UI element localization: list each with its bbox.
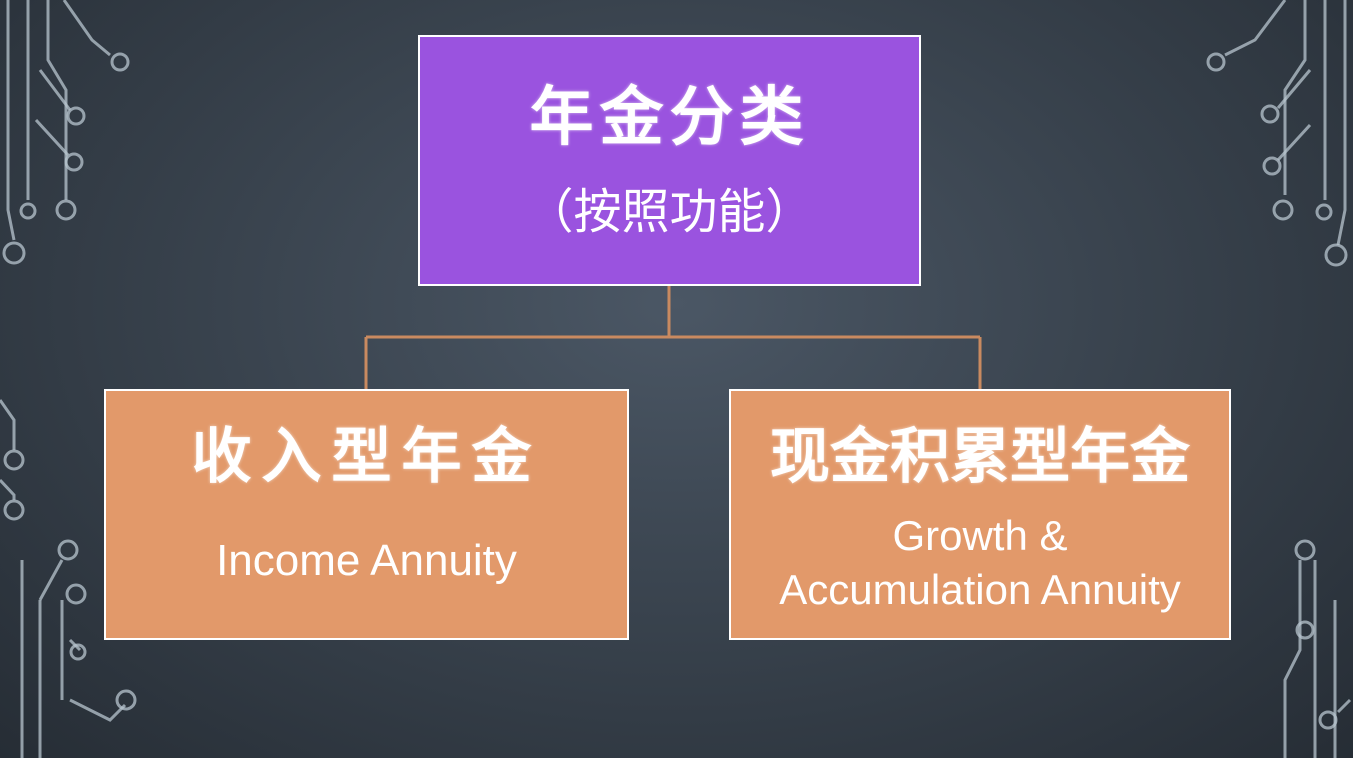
growth-accumulation-english-line-1: Growth & (892, 512, 1068, 559)
circuit-right-bottom (1283, 539, 1352, 758)
root-node-title: 年金分类 (529, 80, 810, 155)
growth-accumulation-annuity-english: Growth & Accumulation Annuity (779, 509, 1181, 617)
circuit-right-top (1206, 0, 1348, 267)
income-annuity-box: 收入型年金 Income Annuity (104, 389, 629, 640)
circuit-left-bottom (0, 399, 137, 758)
income-annuity-english-line: Income Annuity (216, 536, 517, 585)
growth-accumulation-english-line-2: Accumulation Annuity (779, 565, 1181, 613)
growth-accumulation-annuity-title: 现金积累型年金 (770, 422, 1190, 492)
root-node-subtitle: （按照功能） (525, 183, 814, 240)
income-annuity-english: Income Annuity (216, 533, 517, 589)
growth-accumulation-annuity-box: 现金积累型年金 Growth & Accumulation Annuity (729, 389, 1231, 640)
circuit-left-top (2, 0, 130, 265)
tree-connectors (364, 286, 982, 389)
root-node-box: 年金分类 （按照功能） (418, 35, 921, 286)
income-annuity-title: 收入型年金 (191, 422, 542, 492)
